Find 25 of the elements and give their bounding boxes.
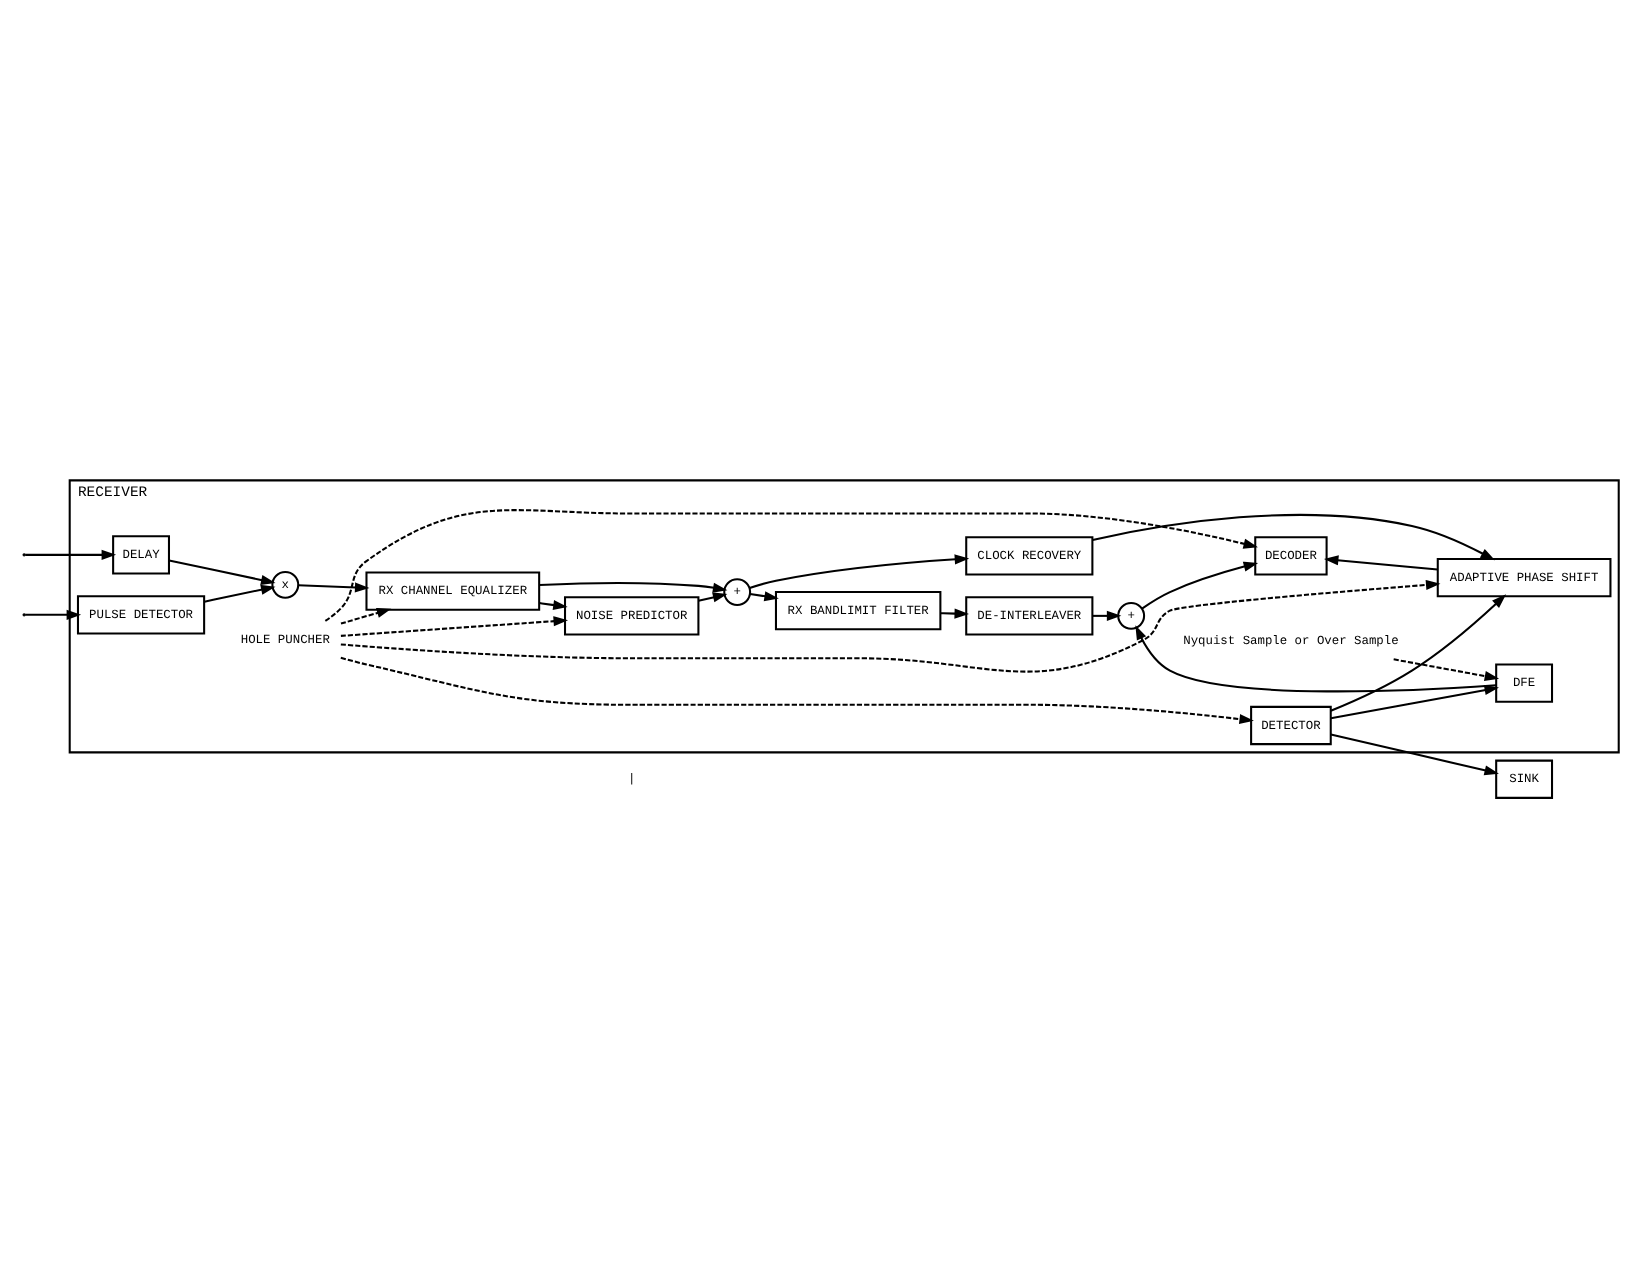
arrow (1135, 625, 1497, 693)
arrow (1092, 610, 1122, 621)
arrow (1092, 513, 1496, 561)
arrow (1330, 733, 1499, 776)
arrow (340, 608, 392, 625)
arrow (1330, 594, 1507, 712)
arrow (168, 559, 276, 585)
arrow (1141, 561, 1259, 610)
arrow (539, 581, 728, 593)
arrow (204, 584, 276, 603)
arrow (340, 656, 1254, 725)
arrow (1330, 685, 1499, 720)
arrow (340, 616, 568, 637)
arrow (940, 608, 969, 619)
arrow (25, 609, 82, 620)
arrow (1393, 658, 1500, 682)
arrow (1323, 555, 1438, 571)
arrow (340, 579, 1441, 673)
arrow (25, 549, 117, 560)
arrow (324, 509, 1258, 622)
arrow (539, 600, 568, 611)
arrow (298, 582, 370, 593)
arrow (749, 554, 970, 589)
arrow (698, 592, 728, 603)
arrow (749, 591, 779, 602)
